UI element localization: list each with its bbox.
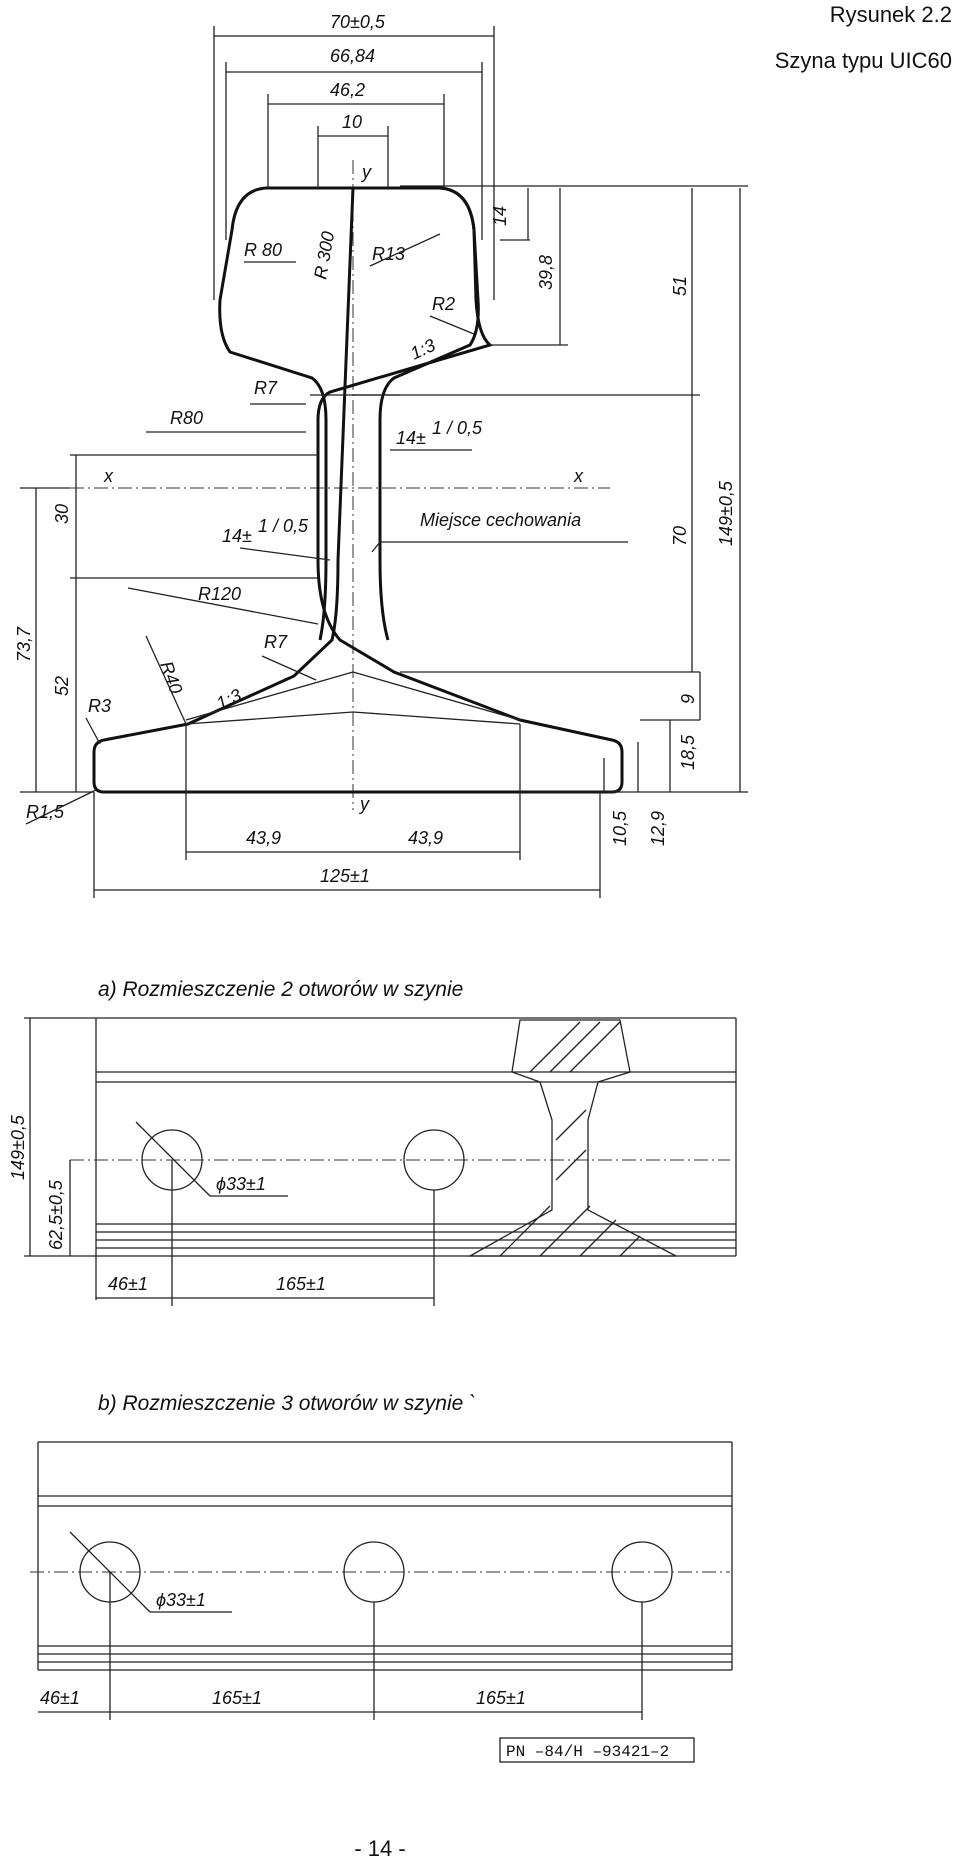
web-thickness-tol: 1 / 0,5 <box>432 418 483 438</box>
foot-line-left <box>185 711 354 725</box>
marking-place: Miejsce cechowania <box>420 510 581 530</box>
dim-73-7: 73,7 <box>14 626 34 662</box>
web-dimensions: 14± 1 / 0,5 14± 1 / 0,5 Miejsce cechowan… <box>222 418 628 561</box>
radius-r7-bottom: R7 <box>264 632 288 652</box>
dim-12-9: 12,9 <box>648 811 668 846</box>
dim-51: 51 <box>670 276 690 296</box>
height-a: 149±0,5 <box>8 1114 28 1180</box>
label-axis-x-left: x <box>103 466 114 486</box>
standard-reference: PN –84/H –93421–2 <box>499 1737 695 1763</box>
dim-14-top: 14 <box>490 206 510 226</box>
rail-outline-left <box>218 186 353 641</box>
web-thickness-low-tol: 1 / 0,5 <box>258 516 309 536</box>
radius-r80-web: R80 <box>170 408 203 428</box>
detail-a: a) Rozmieszczenie 2 otworów w szynie ϕ33… <box>8 978 737 1306</box>
dim-39-8: 39,8 <box>536 255 556 290</box>
dim-head-total: 70±0,5 <box>330 12 386 32</box>
rail-profile: 70±0,5 66,84 46,2 10 y 14 39,8 <box>14 12 748 898</box>
figure-label: Rysunek 2.2 <box>829 2 952 27</box>
slope-line-right <box>352 671 521 721</box>
hole-diameter-b: ϕ33±1 <box>156 1590 206 1610</box>
radius-labels: R 80 R 300 R13 R2 R7 R80 R120 R7 R40 R3 … <box>25 230 475 825</box>
radius-r2: R2 <box>432 294 455 314</box>
web-thickness: 14± <box>396 428 426 448</box>
radius-r13: R13 <box>372 244 405 264</box>
rail-outline-right <box>353 186 480 641</box>
radius-r1-5: R1,5 <box>26 802 65 822</box>
standard-number: PN –84/H –93421–2 <box>506 1743 669 1761</box>
dim-18-5: 18,5 <box>678 734 698 770</box>
caption-b: b) Rozmieszczenie 3 otworów w szynie ` <box>98 1392 476 1415</box>
detail-b: b) Rozmieszczenie 3 otworów w szynie ` ϕ… <box>30 1392 733 1720</box>
radius-r7-top: R7 <box>254 378 278 398</box>
web-thickness-low: 14± <box>222 526 252 546</box>
hole-diameter-a: ϕ33±1 <box>216 1174 266 1194</box>
radius-r300: R 300 <box>310 230 338 281</box>
radius-r80-head: R 80 <box>244 240 282 260</box>
label-axis-x-right: x <box>573 466 584 486</box>
spacing-b-1: 46±1 <box>40 1688 80 1708</box>
label-axis-y-top: y <box>360 162 372 182</box>
dim-head-10: 10 <box>342 112 362 132</box>
dim-52: 52 <box>52 676 72 696</box>
dim-149: 149±0,5 <box>716 480 736 546</box>
dim-9: 9 <box>678 694 698 704</box>
top-dimensions: 70±0,5 66,84 46,2 10 y <box>213 12 495 300</box>
rail-section-hatched <box>467 1019 677 1257</box>
rail-outline <box>92 186 624 794</box>
dim-10-5: 10,5 <box>610 810 630 846</box>
figure-title: Szyna typu UIC60 <box>774 48 952 73</box>
dim-30: 30 <box>52 504 72 524</box>
dim-foot-right: 43,9 <box>408 828 443 848</box>
radius-r3: R3 <box>88 696 111 716</box>
foot-line-right <box>352 711 521 725</box>
spacing-a-1: 46±1 <box>108 1274 148 1294</box>
caption-a: a) Rozmieszczenie 2 otworów w szynie <box>98 978 463 1001</box>
bottom-dimensions: y 43,9 43,9 125±1 <box>93 724 601 898</box>
spacing-b-3: 165±1 <box>476 1688 526 1708</box>
dim-70: 70 <box>670 526 690 546</box>
dim-head-66: 66,84 <box>330 46 375 66</box>
page-number: - 14 - <box>354 1836 406 1861</box>
slope-line-left <box>185 671 354 721</box>
left-dimensions: 30 52 73,7 x x <box>14 454 584 793</box>
right-dimensions: 14 39,8 51 70 149±0,5 9 18,5 10,5 12,9 <box>353 185 748 846</box>
radius-r120: R120 <box>198 584 241 604</box>
label-axis-y-bottom: y <box>358 794 370 814</box>
hole-height-a: 62,5±0,5 <box>46 1179 66 1250</box>
spacing-b-2: 165±1 <box>212 1688 262 1708</box>
dim-foot-total: 125±1 <box>320 866 370 886</box>
spacing-a-2: 165±1 <box>276 1274 326 1294</box>
dim-foot-left: 43,9 <box>246 828 281 848</box>
dim-head-46: 46,2 <box>330 80 365 100</box>
